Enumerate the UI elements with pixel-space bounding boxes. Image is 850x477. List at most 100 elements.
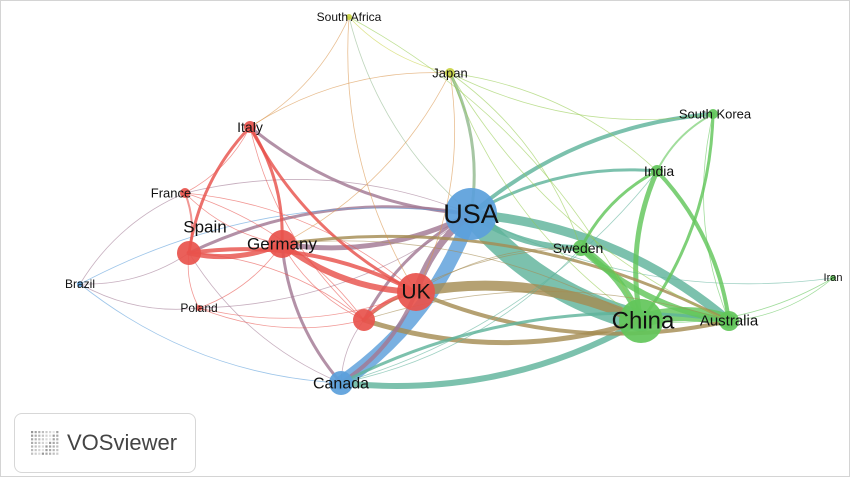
link-usa-france bbox=[184, 179, 472, 215]
link-spain-canada bbox=[188, 252, 342, 384]
link-usa-iran bbox=[470, 213, 834, 285]
logo-dot bbox=[49, 441, 52, 444]
link-australia-canada bbox=[339, 311, 731, 385]
link-brazil-poland bbox=[79, 283, 200, 310]
link-uk-japan bbox=[415, 72, 456, 293]
logo-dot bbox=[34, 438, 37, 441]
logo-dot bbox=[38, 452, 41, 455]
label-iran: Iran bbox=[824, 272, 843, 284]
logo-dot bbox=[52, 449, 55, 452]
link-italy-japan bbox=[249, 72, 451, 128]
logo-dot bbox=[38, 449, 41, 452]
link-usa-brazil bbox=[79, 207, 472, 285]
link-usa-south_korea bbox=[469, 112, 715, 216]
label-china: China bbox=[612, 308, 675, 335]
logo-dot bbox=[56, 431, 59, 434]
node-unlabeled-red[interactable] bbox=[353, 309, 375, 331]
logo-dot bbox=[41, 449, 44, 452]
logo-dot bbox=[34, 431, 37, 434]
node-brazil[interactable] bbox=[77, 281, 83, 287]
link-sweden-unlabeled_red bbox=[363, 247, 582, 321]
link-china-iran bbox=[640, 277, 834, 323]
link-india-south_korea bbox=[656, 113, 714, 172]
logo-dot bbox=[31, 445, 34, 448]
logo-dot bbox=[45, 434, 48, 437]
link-germany-japan bbox=[281, 72, 451, 245]
link-uk-france bbox=[184, 192, 417, 293]
node-italy[interactable] bbox=[244, 121, 256, 133]
link-japan-south_africa bbox=[348, 16, 451, 74]
logo-dot bbox=[49, 452, 52, 455]
logo-dot bbox=[34, 434, 37, 437]
node-canada[interactable] bbox=[329, 371, 353, 395]
logo-dot bbox=[56, 434, 59, 437]
logo-dot bbox=[34, 449, 37, 452]
link-china-uk bbox=[411, 280, 646, 326]
logo-dot bbox=[38, 441, 41, 444]
logo-dot bbox=[52, 438, 55, 441]
vosviewer-badge: VOSviewer bbox=[14, 413, 196, 473]
node-japan[interactable] bbox=[445, 68, 455, 78]
logo-dot bbox=[52, 452, 55, 455]
logo-dot bbox=[38, 438, 41, 441]
node-usa[interactable] bbox=[445, 188, 497, 240]
logo-dot bbox=[52, 431, 55, 434]
link-usa-italy bbox=[248, 125, 473, 216]
link-china-germany bbox=[281, 240, 642, 322]
node-south-korea[interactable] bbox=[708, 109, 718, 119]
logo-dot bbox=[56, 452, 59, 455]
labels-layer: USAChinaUKAustraliaCanadaGermanySpainSwe… bbox=[65, 10, 842, 393]
logo-dot bbox=[52, 445, 55, 448]
label-canada: Canada bbox=[313, 376, 369, 393]
link-sweden-india bbox=[579, 169, 659, 250]
link-japan-south_korea bbox=[449, 72, 714, 120]
node-uk[interactable] bbox=[397, 273, 435, 311]
logo-dot bbox=[49, 434, 52, 437]
label-usa: USA bbox=[443, 199, 499, 229]
logo-dot bbox=[49, 438, 52, 441]
logo-dot bbox=[41, 438, 44, 441]
logo-dot bbox=[31, 452, 34, 455]
logo-dot bbox=[31, 431, 34, 434]
label-india: India bbox=[644, 163, 675, 179]
node-germany[interactable] bbox=[268, 230, 296, 258]
logo-dot bbox=[41, 434, 44, 437]
link-south_africa-uk bbox=[347, 16, 417, 293]
node-poland[interactable] bbox=[196, 305, 202, 311]
link-sweden-japan bbox=[449, 72, 582, 249]
node-sweden[interactable] bbox=[573, 240, 589, 256]
link-south_africa-italy bbox=[249, 16, 350, 128]
logo-dot bbox=[41, 441, 44, 444]
link-uk-sweden bbox=[415, 247, 582, 293]
link-china-south_korea bbox=[639, 112, 715, 323]
node-australia[interactable] bbox=[719, 311, 739, 331]
link-australia-iran bbox=[728, 277, 834, 322]
label-brazil: Brazil bbox=[65, 277, 95, 291]
node-france[interactable] bbox=[180, 188, 190, 198]
logo-dot bbox=[38, 445, 41, 448]
logo-dot bbox=[41, 431, 44, 434]
logo-dot bbox=[31, 438, 34, 441]
link-uk-poland bbox=[198, 291, 417, 319]
node-india[interactable] bbox=[651, 165, 663, 177]
node-china[interactable] bbox=[619, 299, 663, 343]
logo-dot bbox=[45, 449, 48, 452]
logo-dot bbox=[49, 445, 52, 448]
logo-dot bbox=[45, 431, 48, 434]
logo-dot bbox=[56, 449, 59, 452]
logo-dot bbox=[45, 441, 48, 444]
logo-dot bbox=[49, 431, 52, 434]
node-spain[interactable] bbox=[177, 241, 201, 265]
link-china-unlabeled_red bbox=[361, 317, 644, 346]
logo-dot bbox=[31, 449, 34, 452]
node-south-africa[interactable] bbox=[346, 14, 352, 20]
logo-dot bbox=[41, 445, 44, 448]
label-south-africa: South Africa bbox=[317, 10, 382, 24]
logo-dot bbox=[34, 441, 37, 444]
logo-dot bbox=[49, 449, 52, 452]
logo-dot bbox=[56, 441, 59, 444]
node-iran[interactable] bbox=[830, 275, 836, 281]
link-germany-australia bbox=[280, 234, 731, 323]
